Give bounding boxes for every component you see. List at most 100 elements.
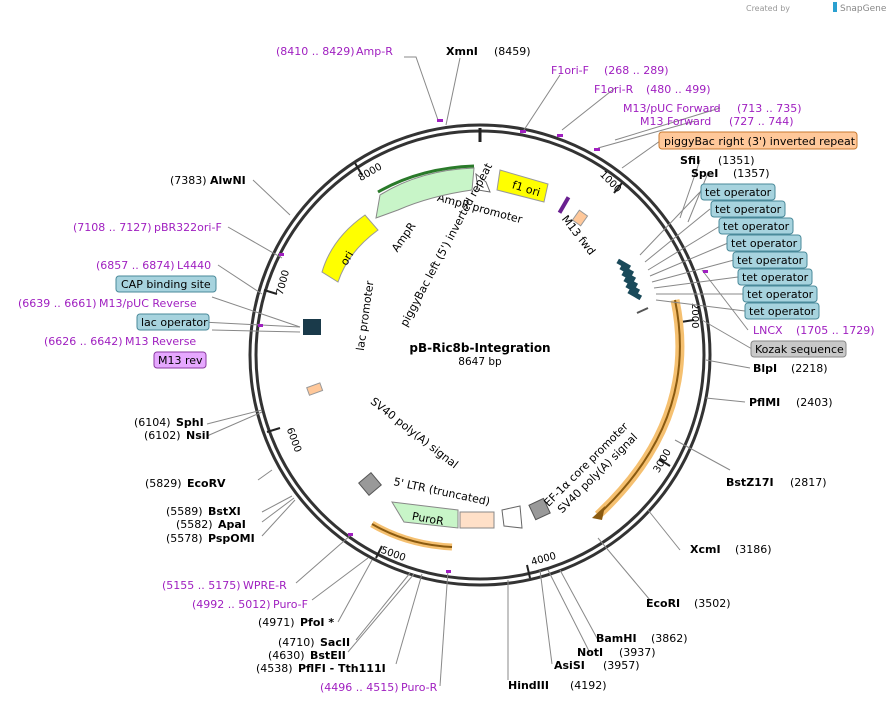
primer-lncx-pos: (1705 .. 1729) (796, 324, 875, 337)
ampr-label: AmpR (389, 220, 419, 255)
site-asisi[interactable]: AsiSI (554, 659, 585, 672)
site-hindiii[interactable]: HindIII (508, 679, 549, 692)
primer-puro-r[interactable]: Puro-R (401, 681, 438, 694)
badge-tet-operator-2[interactable]: tet operator (710, 200, 786, 218)
primer-f1ori-r[interactable]: F1ori-R (594, 83, 634, 96)
ltr-block (459, 511, 495, 529)
site-pfoi[interactable]: PfoI * (300, 616, 334, 629)
badge-kozak[interactable]: Kozak sequence (750, 340, 847, 358)
site-xcmi-pos: (3186) (735, 543, 772, 556)
site-sfii-pos: (1351) (718, 154, 755, 167)
site-xmni-pos: (8459) (494, 45, 531, 58)
plasmid-length: 8647 bp (458, 356, 502, 368)
right-labels: XmnI (8459) F1ori-F (268 .. 289) F1ori-R… (446, 45, 875, 692)
site-apai[interactable]: ApaI (218, 518, 246, 531)
snapgene-logo-icon (833, 2, 837, 12)
badge-tet-operator-6[interactable]: tet operator (737, 268, 813, 286)
site-pflmi[interactable]: PflMI (749, 396, 780, 409)
site-bstxi[interactable]: BstXI (208, 505, 241, 518)
badge-tet-operator-label: tet operator (742, 271, 809, 284)
backbone (248, 123, 712, 587)
primer-wpre-r-pos: (5155 .. 5175) (162, 579, 241, 592)
site-noti[interactable]: NotI (577, 646, 603, 659)
orange-arc-line (597, 299, 681, 516)
site-asisi-pos: (3957) (603, 659, 640, 672)
ef1a-arrow (501, 505, 523, 529)
site-pflfi-pos: (4538) (256, 662, 293, 675)
primer-amp-r[interactable]: Amp-R (356, 45, 393, 58)
primer-lncx[interactable]: LNCX (753, 324, 783, 337)
site-xcmi[interactable]: XcmI (690, 543, 721, 556)
site-bamhi-pos: (3862) (651, 632, 688, 645)
site-pfoi-pos: (4971) (258, 616, 295, 629)
f1-ori-arrow (496, 169, 549, 203)
primer-puro-f[interactable]: Puro-F (273, 598, 308, 611)
site-blpi-pos: (2218) (791, 362, 828, 375)
site-sacii[interactable]: SacII (320, 636, 350, 649)
site-spei[interactable]: SpeI (691, 167, 718, 180)
ori-arrow (321, 214, 379, 283)
primer-pbr322ori-f[interactable]: pBR322ori-F (154, 221, 222, 234)
badge-lac-operator[interactable]: lac operator (136, 313, 210, 331)
tick-mark (658, 458, 671, 467)
pb-right-block (571, 209, 589, 227)
badge-m13-rev[interactable]: M13 rev (153, 351, 207, 369)
site-ecorv-pos: (5829) (145, 477, 182, 490)
badge-lac-operator-label: lac operator (141, 316, 208, 329)
site-blpi[interactable]: BlpI (753, 362, 777, 375)
badge-tet-operator-4[interactable]: tet operator (726, 234, 802, 252)
site-pflmi-pos: (2403) (796, 396, 833, 409)
badge-tet-operator-label: tet operator (715, 203, 782, 216)
primer-m13-puc-forward-pos: (713 .. 735) (737, 102, 802, 115)
site-apai-pos: (5582) (176, 518, 213, 531)
site-alwni[interactable]: AlwNI (210, 174, 246, 187)
site-bsteii[interactable]: BstEII (310, 649, 346, 662)
primer-l4440[interactable]: L4440 (177, 259, 211, 272)
primer-f1ori-f[interactable]: F1ori-F (551, 64, 589, 77)
ampr-promoter-label: AmpR promoter (436, 191, 524, 226)
site-bstxi-pos: (5589) (166, 505, 203, 518)
site-pflfi-tth111i[interactable]: PflFI - Tth111I (298, 662, 386, 675)
badge-tet-operator-label: tet operator (731, 237, 798, 250)
site-bstz17i[interactable]: BstZ17I (726, 476, 774, 489)
puror-label: PuroR (411, 510, 445, 528)
primer-wpre-r[interactable]: WPRE-R (243, 579, 287, 592)
badge-tet-operator-label: tet operator (737, 254, 804, 267)
site-bsteii-pos: (4630) (268, 649, 305, 662)
primer-puro-r-pos: (4496 .. 4515) (320, 681, 399, 694)
site-alwni-pos: (7383) (170, 174, 207, 187)
brand-prefix: Created by (746, 4, 790, 13)
site-bamhi[interactable]: BamHI (596, 632, 637, 645)
site-xmni[interactable]: XmnI (446, 45, 478, 58)
plasmid-name: pB-Ric8b-Integration (409, 341, 550, 355)
site-hindiii-pos: (4192) (570, 679, 607, 692)
primer-m13-forward[interactable]: M13 Forward (640, 115, 711, 128)
ampr-promoter-arrow (475, 172, 491, 193)
primer-m13-reverse[interactable]: M13 Reverse (125, 335, 196, 348)
primer-m13-puc-reverse[interactable]: M13/pUC Reverse (99, 297, 197, 310)
site-nsii[interactable]: NsiI (186, 429, 210, 442)
badge-tet-operator-5[interactable]: tet operator (732, 251, 808, 269)
primer-m13-forward-pos: (727 .. 744) (729, 115, 794, 128)
primer-m13-puc-forward[interactable]: M13/pUC Forward (623, 102, 721, 115)
site-sfii[interactable]: SfiI (680, 154, 700, 167)
tet-operator-stack (616, 258, 649, 314)
primer-markers (258, 119, 708, 573)
tick-label: 7000 (275, 269, 292, 296)
site-nsii-pos: (6102) (144, 429, 181, 442)
badge-cap-binding-site[interactable]: CAP binding site (115, 275, 217, 293)
site-pspomi[interactable]: PspOMI (208, 532, 255, 545)
tick-mark (375, 545, 383, 559)
badge-tet-operator-1[interactable]: tet operator (700, 183, 776, 201)
badge-tet-operator-7[interactable]: tet operator (742, 285, 818, 303)
badge-tet-operator-3[interactable]: tet operator (718, 217, 794, 235)
badge-pb-right[interactable]: piggyBac right (3') inverted repeat (658, 131, 858, 150)
site-ecori[interactable]: EcoRI (646, 597, 680, 610)
badge-tet-operator-8[interactable]: tet operator (744, 302, 820, 320)
left-labels: (8410 .. 8429) Amp-R (7383) AlwNI (7108 … (18, 45, 438, 694)
sv40-polya-1-label: SV40 poly(A) signal (368, 395, 461, 471)
badge-tet-operator-label: tet operator (749, 305, 816, 318)
site-ecorv[interactable]: EcoRV (187, 477, 226, 490)
site-sphi[interactable]: SphI (176, 416, 204, 429)
badge-tet-operator-label: tet operator (747, 288, 814, 301)
